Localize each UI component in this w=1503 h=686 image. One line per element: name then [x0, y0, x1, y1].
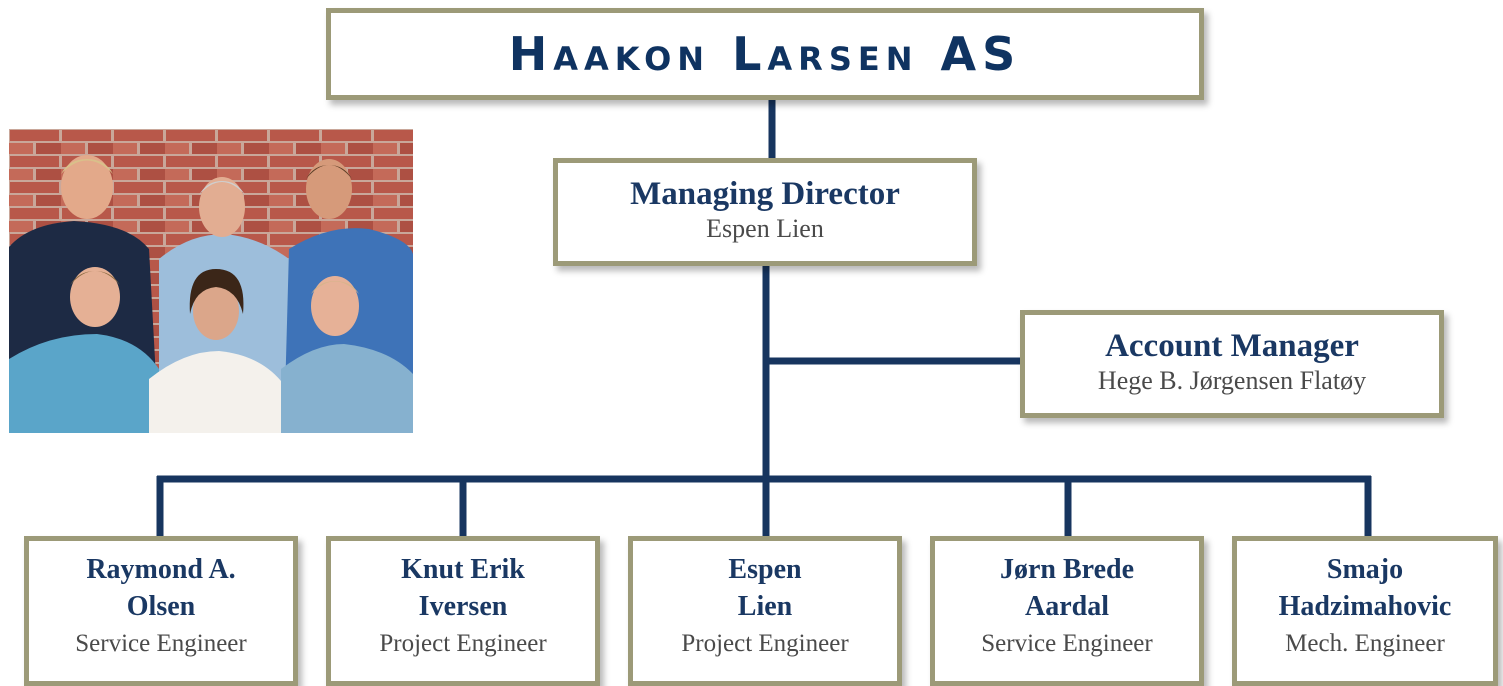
account-manager-name: Hege B. Jørgensen Flatøy	[1097, 366, 1367, 395]
employee-box-4: Jørn Brede Aardal Service Engineer	[930, 536, 1204, 686]
employee-title: Mech. Engineer	[1285, 630, 1445, 657]
employee-name: Raymond A. Olsen	[86, 554, 236, 622]
employee-box-5: Smajo Hadzimahovic Mech. Engineer	[1232, 536, 1498, 686]
employee-name: Espen Lien	[728, 554, 802, 622]
company-title-box: Haakon Larsen AS	[326, 8, 1204, 100]
employee-title: Service Engineer	[75, 630, 247, 657]
company-name: Haakon Larsen AS	[508, 27, 1022, 81]
managing-director-name: Espen Lien	[706, 214, 824, 243]
employee-box-2: Knut Erik Iversen Project Engineer	[326, 536, 600, 686]
employee-name: Smajo Hadzimahovic	[1278, 554, 1452, 622]
managing-director-box: Managing Director Espen Lien	[553, 158, 977, 266]
team-photo	[9, 129, 413, 433]
employee-name: Knut Erik Iversen	[401, 554, 525, 622]
employee-title: Project Engineer	[379, 630, 547, 657]
employee-title: Service Engineer	[981, 630, 1153, 657]
employee-box-1: Raymond A. Olsen Service Engineer	[24, 536, 298, 686]
employee-name: Jørn Brede Aardal	[999, 554, 1135, 622]
managing-director-role: Managing Director	[630, 176, 900, 212]
employee-title: Project Engineer	[681, 630, 849, 657]
employee-box-3: Espen Lien Project Engineer	[628, 536, 902, 686]
account-manager-box: Account Manager Hege B. Jørgensen Flatøy	[1020, 310, 1444, 418]
account-manager-role: Account Manager	[1105, 328, 1359, 364]
